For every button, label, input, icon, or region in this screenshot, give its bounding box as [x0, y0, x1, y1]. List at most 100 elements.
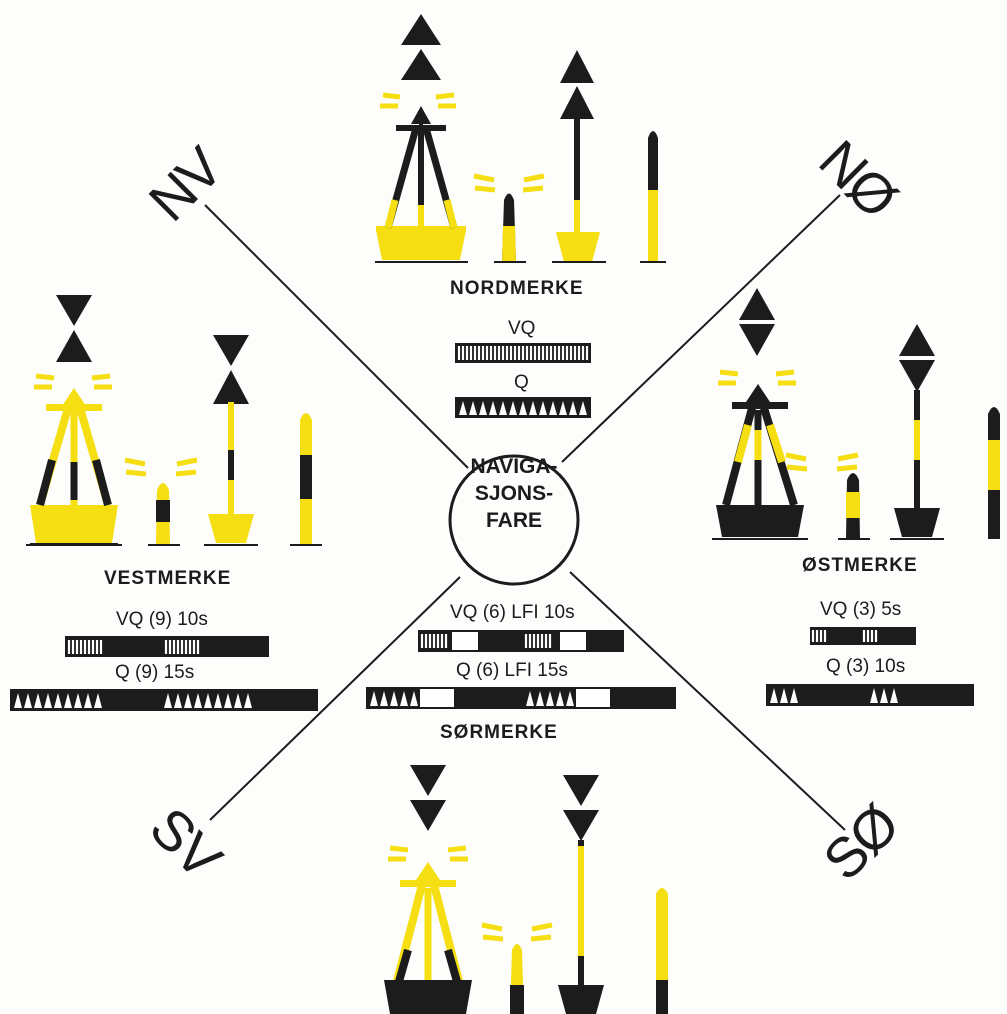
west-beacon [204, 335, 258, 546]
east-marks [712, 288, 1000, 540]
center-circle [448, 454, 580, 586]
q-flash [164, 693, 172, 708]
north-pillar-buoy [375, 106, 468, 263]
q-flash [84, 693, 92, 708]
q-flash [539, 401, 547, 415]
q-flash [234, 693, 242, 708]
q-flash [489, 401, 497, 415]
sw-line [209, 576, 461, 821]
q-flash [469, 401, 477, 415]
west-pillar-buoy [26, 388, 122, 546]
q-flash [509, 401, 517, 415]
q-flash [74, 693, 82, 708]
q-flash [499, 401, 507, 415]
south-marks [384, 765, 668, 1014]
west-topmark-upper [56, 295, 92, 326]
south-vq-long-flash-1 [452, 632, 478, 650]
south-vq-long-flash-2 [560, 632, 586, 650]
q-flash [459, 401, 467, 415]
q-flash [546, 691, 554, 706]
ne-line [561, 194, 841, 463]
center-label: NAVIGA- SJONS- FARE [456, 453, 572, 534]
q-flash [44, 693, 52, 708]
west-spar-buoy [148, 483, 180, 546]
east-q-bar [766, 684, 974, 706]
q-flash [410, 691, 418, 706]
west-light-bars [10, 636, 318, 711]
q-flash [890, 688, 898, 703]
q-flash [790, 688, 798, 703]
south-rhythm-2: Q (6) LFI 15s [456, 660, 568, 681]
north-light-rays [380, 92, 456, 109]
south-vq-bar [418, 630, 624, 652]
east-topmark-lower [739, 324, 775, 356]
east-topmark-upper [739, 288, 775, 320]
east-pillar-buoy [712, 384, 808, 540]
west-title: VESTMERKE [104, 568, 232, 589]
q-flash [526, 691, 534, 706]
south-beacon [558, 775, 604, 1014]
south-q-long-flash-1 [420, 689, 454, 707]
east-spar-light-rays [785, 452, 859, 472]
q-flash [770, 688, 778, 703]
south-stake [656, 888, 668, 1014]
nw-line [204, 204, 469, 469]
q-flash [94, 693, 102, 708]
west-marks [26, 295, 322, 546]
north-light-bars [455, 343, 591, 418]
center-line-3: FARE [485, 509, 542, 532]
east-rhythm-2: Q (3) 10s [826, 656, 906, 677]
north-stake [640, 131, 666, 263]
west-rhythm-2: Q (9) 15s [115, 662, 195, 683]
south-rhythm-1: VQ (6) LFI 10s [450, 602, 575, 623]
q-flash [214, 693, 222, 708]
north-title: NORDMERKE [450, 278, 584, 299]
q-flash [549, 401, 557, 415]
south-light-bars [366, 630, 676, 709]
east-stake [988, 407, 1000, 539]
se-line [569, 571, 846, 831]
east-light-bars [766, 627, 974, 706]
south-spar-buoy [510, 944, 524, 1014]
east-beacon [890, 324, 944, 540]
south-topmark-lower [410, 800, 446, 831]
south-light-rays [388, 845, 468, 862]
north-rhythm-2: Q [514, 372, 529, 393]
q-flash [194, 693, 202, 708]
q-flash [224, 693, 232, 708]
q-flash [34, 693, 42, 708]
north-rhythm-1: VQ [508, 318, 536, 339]
q-flash [880, 688, 888, 703]
east-spar-buoy [838, 473, 870, 540]
north-spar-buoy [494, 193, 526, 263]
q-flash [174, 693, 182, 708]
west-stake [290, 413, 322, 546]
q-flash [780, 688, 788, 703]
q-flash [559, 401, 567, 415]
q-flash [479, 401, 487, 415]
q-flash [184, 693, 192, 708]
south-spar-light-rays [481, 922, 553, 942]
q-flash [390, 691, 398, 706]
east-light-rays [718, 369, 796, 386]
q-flash [400, 691, 408, 706]
west-rhythm-1: VQ (9) 10s [116, 609, 208, 630]
south-topmark-upper [410, 765, 446, 796]
center-line-1: NAVIGA- [470, 455, 558, 478]
q-flash [64, 693, 72, 708]
q-flash [566, 691, 574, 706]
west-spar-light-rays [124, 457, 198, 477]
q-flash [536, 691, 544, 706]
north-beacon [552, 50, 606, 263]
north-topmark-upper [401, 14, 441, 45]
south-pillar-buoy [384, 862, 472, 1014]
q-flash [24, 693, 32, 708]
east-title: ØSTMERKE [802, 555, 918, 576]
east-rhythm-1: VQ (3) 5s [820, 599, 902, 620]
q-flash [556, 691, 564, 706]
q-flash [380, 691, 388, 706]
south-title: SØRMERKE [440, 722, 558, 743]
center-line-2: SJONS- [474, 482, 554, 505]
north-topmark-lower [401, 49, 441, 80]
